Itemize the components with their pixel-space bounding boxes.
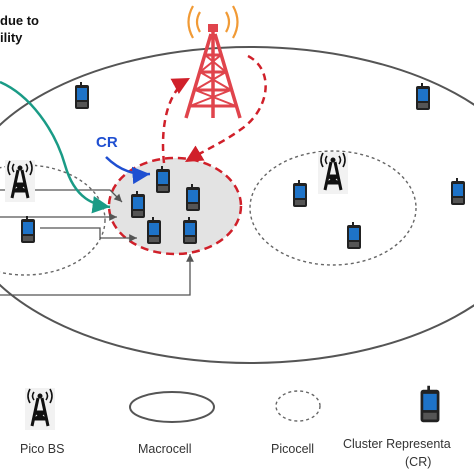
cr-callout-label: CR [96,134,118,151]
link-line [40,227,137,242]
phone-icon [451,178,465,205]
picocell-right [249,150,417,266]
macro-tower-icon [184,5,242,119]
phone-icon [416,83,430,110]
legend-picocell-label: Picocell [271,442,315,456]
downlink-dashed [184,54,267,164]
phone-icon [293,180,307,207]
mobility-note-line2: ility [0,30,23,45]
cr-pointer-arrow [105,156,151,185]
legend-macrocell-symbol [129,391,215,423]
phone-icon [347,222,361,249]
legend-cluster-phone-icon [420,385,440,423]
phone-icon [75,82,89,109]
phone-icon [21,216,35,243]
legend-picocell-symbol [275,390,321,422]
cr-phone-icon [156,166,170,193]
mobility-arrow [0,80,111,214]
legend-pico-bs-label: Pico BS [20,442,65,456]
macrocell-boundary [0,46,474,364]
link-line [0,254,194,296]
pico-bs-icon [3,158,37,204]
phone-icon [186,184,200,211]
phone-icon [147,217,161,244]
phone-icon [183,217,197,244]
pico-bs-icon [316,150,350,196]
legend-cluster-label-line1: Cluster Representa [343,437,451,451]
phone-icon [131,191,145,218]
mobility-note-line1: due to [0,13,39,28]
uplink-dashed [161,76,191,164]
legend-macrocell-label: Macrocell [138,442,192,456]
legend-cluster-label-line2: (CR) [405,455,432,469]
link-line [0,189,123,203]
mobility-note: due to ility [0,12,39,46]
legend-pico-bs-icon [23,386,57,432]
